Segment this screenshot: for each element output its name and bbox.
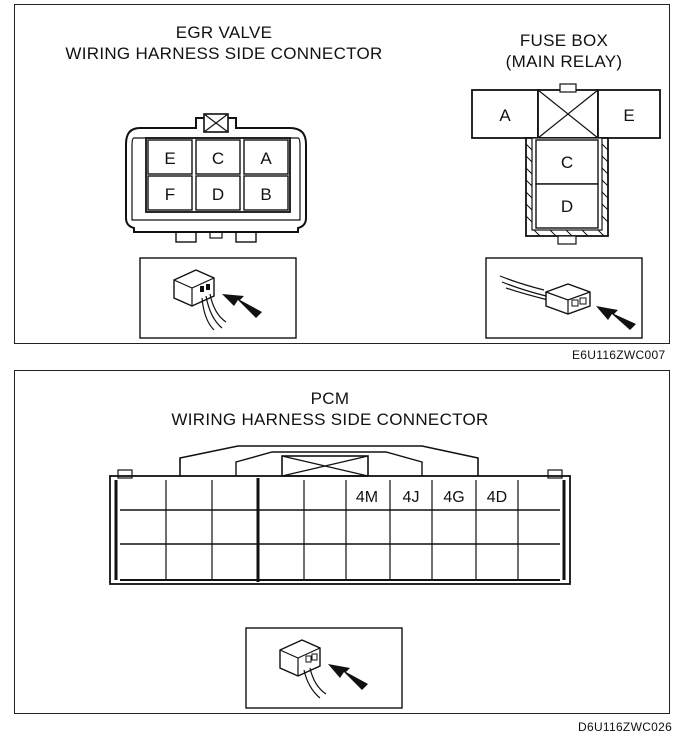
egr-title-line2: WIRING HARNESS SIDE CONNECTOR xyxy=(65,44,383,63)
fuse-title: FUSE BOX (MAIN RELAY) xyxy=(464,30,664,72)
egr-title: EGR VALVE WIRING HARNESS SIDE CONNECTOR xyxy=(24,22,424,64)
pcm-title: PCM WIRING HARNESS SIDE CONNECTOR xyxy=(120,388,540,430)
fuse-title-line1: FUSE BOX xyxy=(519,31,609,50)
pcm-title-line2: WIRING HARNESS SIDE CONNECTOR xyxy=(171,410,489,429)
egr-title-line1: EGR VALVE xyxy=(175,23,273,42)
bottom-figure-code: D6U116ZWC026 xyxy=(578,720,673,734)
top-figure-code: E6U116ZWC007 xyxy=(572,348,666,362)
fuse-title-line2: (MAIN RELAY) xyxy=(505,52,623,71)
pcm-title-line1: PCM xyxy=(310,389,350,408)
